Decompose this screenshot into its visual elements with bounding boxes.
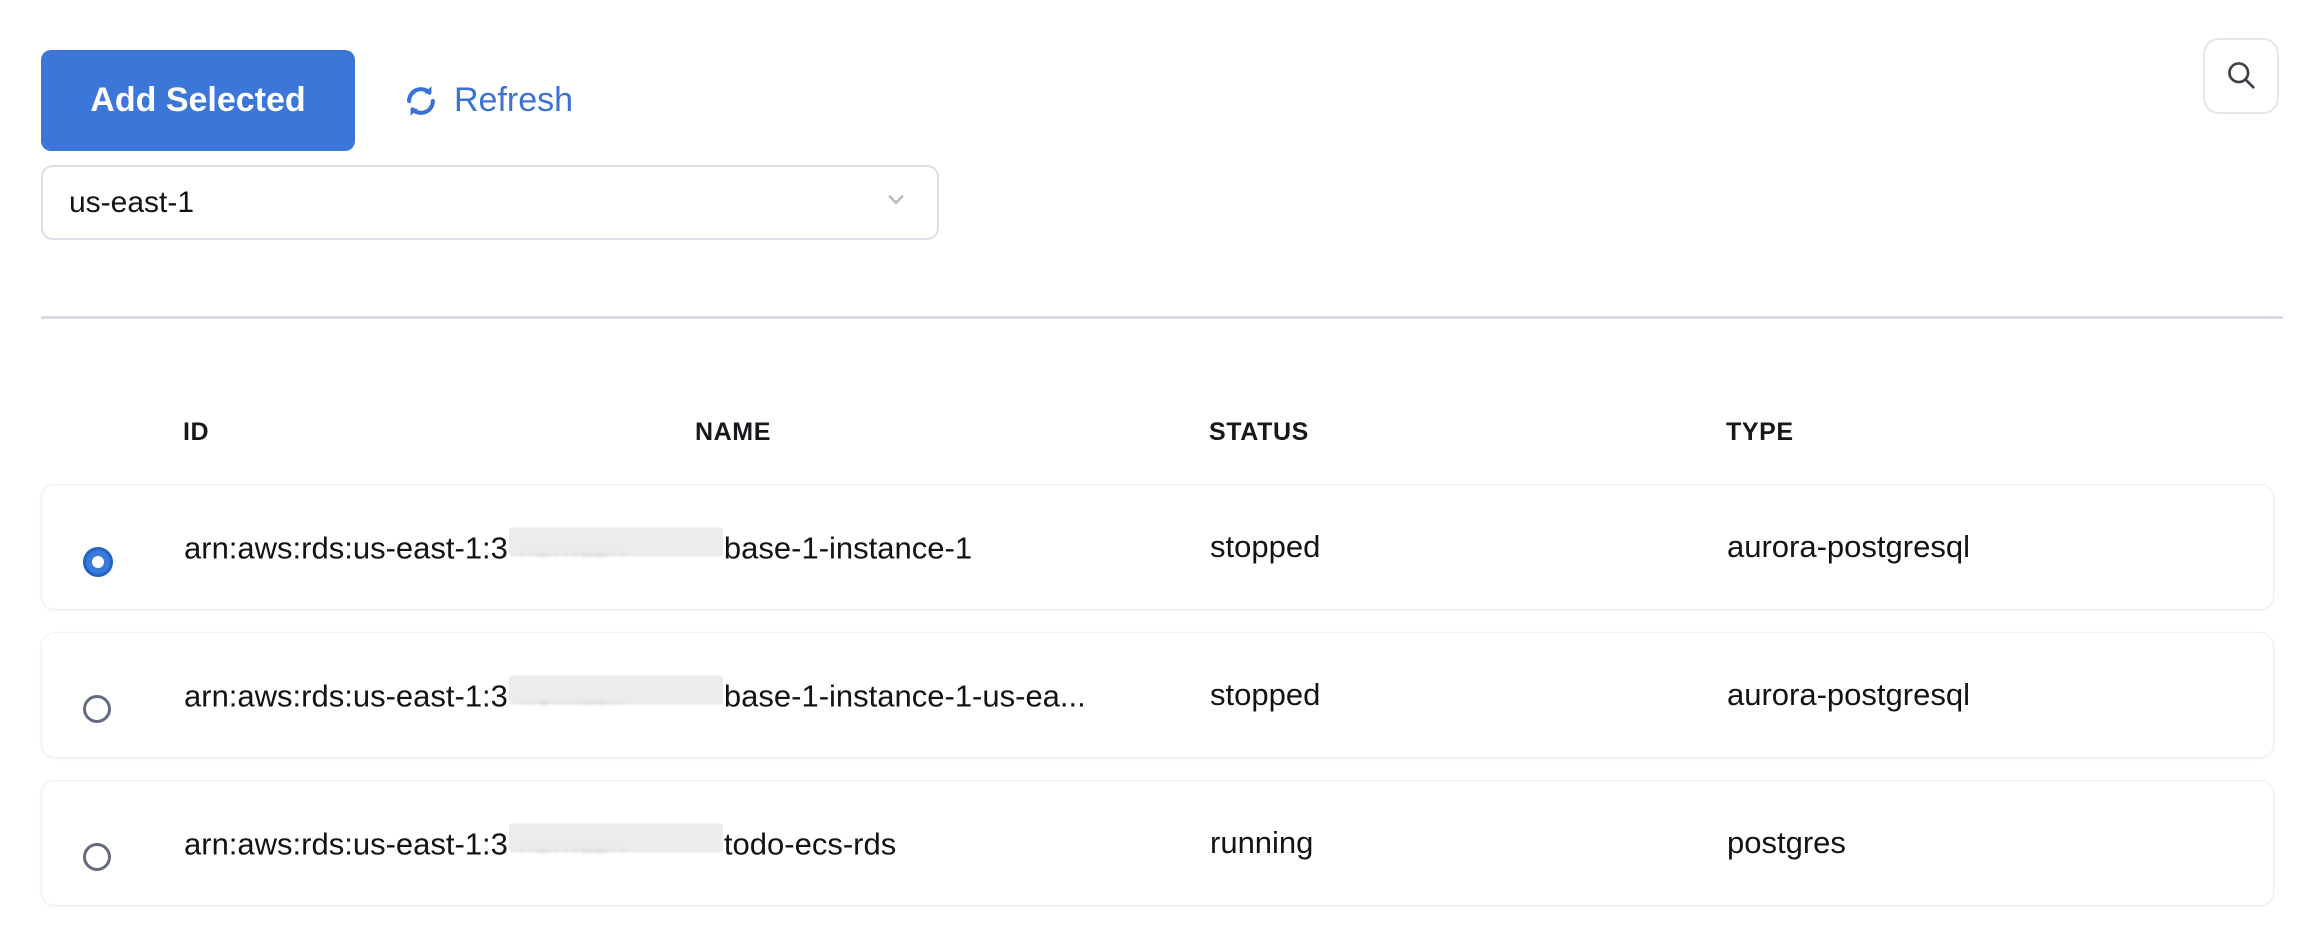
redacted-account-id [508,675,723,705]
redacted-account-id [508,823,723,853]
section-divider [41,316,2283,319]
region-select[interactable]: us-east-1 [41,165,939,240]
refresh-icon [402,82,440,120]
instance-status: stopped [1210,677,1321,712]
instance-status: running [1210,825,1314,860]
refresh-label: Refresh [454,81,574,119]
instance-status: stopped [1210,529,1321,564]
table-row[interactable]: arn:aws:rds:us-east-1:3base-1-instance-1… [41,484,2274,610]
chevron-down-icon [881,184,911,222]
table-row[interactable]: arn:aws:rds:us-east-1:3todo-ecs-rds runn… [41,780,2274,906]
region-select-value: us-east-1 [69,185,195,219]
column-header-id: ID [183,418,210,446]
instance-id: arn:aws:rds:us-east-1:3base-1-instance-1 [184,527,972,567]
column-header-status: STATUS [1209,418,1309,446]
instance-type: aurora-postgresql [1727,677,1970,712]
instance-id: arn:aws:rds:us-east-1:3todo-ecs-rds [184,823,896,863]
redacted-account-id [508,527,723,557]
instance-type: postgres [1727,825,1846,860]
add-selected-button[interactable]: Add Selected [41,50,355,151]
refresh-button[interactable]: Refresh [402,50,573,151]
instance-type: aurora-postgresql [1727,529,1970,564]
search-button[interactable] [2203,38,2279,114]
instance-id: arn:aws:rds:us-east-1:3base-1-instance-1… [184,675,1086,715]
column-header-name: NAME [695,418,772,446]
column-header-type: TYPE [1726,418,1794,446]
search-icon [2223,57,2259,96]
table-row[interactable]: arn:aws:rds:us-east-1:3base-1-instance-1… [41,632,2274,758]
